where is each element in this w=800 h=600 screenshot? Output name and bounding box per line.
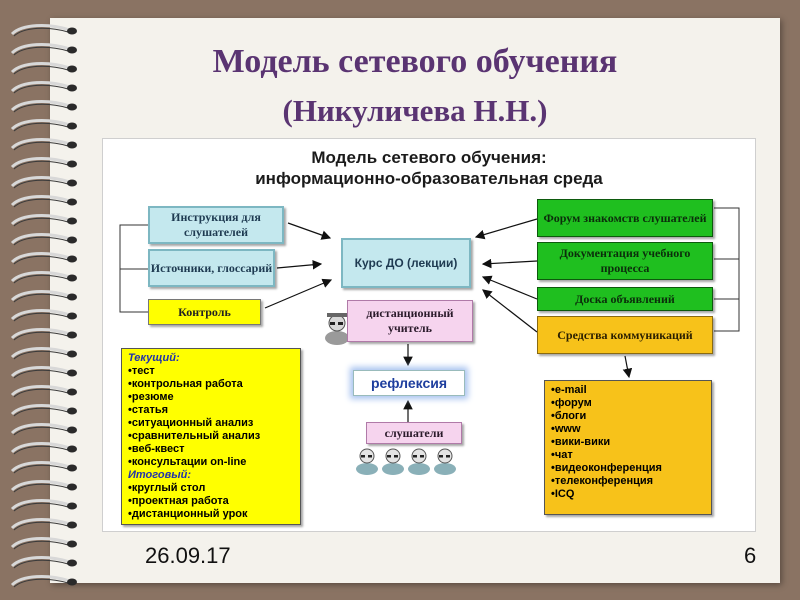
slide-date: 26.09.17 [145, 543, 231, 568]
binding-ring [10, 214, 77, 227]
binding-ring [10, 195, 77, 208]
list-item: •видеоконференция [551, 462, 662, 474]
arrow-docs-to-course [481, 258, 538, 269]
binding-ring [10, 366, 77, 379]
list-item: •контрольная работа [128, 378, 243, 390]
binding-ring [10, 537, 77, 550]
arrow-comm-to-course [482, 289, 538, 333]
reflection-box: рефлексия [353, 370, 465, 396]
diagram-heading-line1: Модель сетевого обучения: [311, 148, 547, 167]
course-lectures-box: Курс ДО (лекции) [341, 238, 471, 288]
list-item: •статья [128, 404, 169, 416]
binding-ring [10, 309, 77, 322]
list-item: •телеконференция [551, 475, 654, 487]
list-item: •www [551, 423, 581, 435]
spiral-binding [10, 24, 77, 588]
slide-title: Модель сетевого обучения [212, 43, 618, 80]
list-item: •e-mail [551, 384, 587, 396]
binding-ring [10, 499, 77, 512]
binding-ring [10, 138, 77, 151]
binding-ring [10, 385, 77, 398]
binding-ring [10, 404, 77, 417]
binding-ring [10, 423, 77, 436]
binding-ring [10, 347, 77, 360]
arrow-board-to-course [481, 275, 538, 300]
communication-tools-list: •e-mail•форум•блоги•www•вики-вики•чат•ви… [544, 380, 712, 515]
notice-board-box: Доска объявлений [537, 287, 713, 311]
binding-ring [10, 24, 77, 37]
binding-ring [10, 290, 77, 303]
arrow-control-to-course [264, 278, 333, 309]
documentation-box: Документация учебного процесса [537, 242, 713, 280]
binding-ring [10, 328, 77, 341]
binding-ring [10, 119, 77, 132]
binding-ring [10, 176, 77, 189]
binding-ring [10, 461, 77, 474]
diagram-heading-line2: информационно-образовательная среда [255, 169, 603, 188]
list-item: •сравнительный анализ [128, 430, 261, 442]
forum-box: Форум знакомств слушателей [537, 199, 713, 237]
list-item: •ICQ [551, 488, 575, 500]
right-bracket-line [714, 207, 740, 332]
arrow-comm-to-list [622, 355, 633, 379]
slide-page-number: 6 [744, 543, 757, 568]
control-box: Контроль [148, 299, 261, 325]
connector-lines [119, 207, 740, 475]
binding-ring [10, 271, 77, 284]
control-types-list: Текущий: •тест•контрольная работа•резюме… [121, 348, 301, 525]
listeners-box: слушатели [366, 422, 462, 444]
distance-teacher-box: дистанционный учитель [347, 300, 473, 342]
binding-ring [10, 518, 77, 531]
arrow-instr-to-course [287, 222, 332, 240]
binding-ring [10, 442, 77, 455]
binding-ring [10, 575, 77, 588]
list-item: •вики-вики [551, 436, 611, 448]
list-item: •чат [551, 449, 573, 461]
list-item: •ситуационный анализ [128, 417, 254, 429]
instructions-box: Инструкция для слушателей [148, 206, 284, 244]
final-header: Итоговый: [128, 469, 192, 481]
list-item: •консультации on-line [128, 456, 247, 468]
list-item: •тест [128, 365, 155, 377]
slide-subtitle: (Никуличева Н.Н.) [282, 93, 548, 128]
teacher-icon [325, 313, 349, 345]
binding-ring [10, 233, 77, 246]
binding-ring [10, 81, 77, 94]
communication-tools-box: Средства коммуникаций [537, 316, 713, 354]
sources-glossary-box: Источники, глоссарий [148, 249, 275, 287]
list-item: •проектная работа [128, 495, 229, 507]
list-item: •дистанционный урок [128, 508, 248, 520]
right-bracket-mid-lines [714, 258, 739, 300]
current-header: Текущий: [128, 352, 180, 364]
binding-ring [10, 43, 77, 56]
listeners-icon [356, 448, 456, 475]
list-item: •веб-квест [128, 443, 185, 455]
binding-ring [10, 157, 77, 170]
diagram-panel: Модель сетевого обучения: информационно-… [102, 138, 756, 532]
list-item: •резюме [128, 391, 174, 403]
list-item: •круглый стол [128, 482, 206, 494]
list-item: •форум [551, 397, 592, 409]
binding-ring [10, 556, 77, 569]
arrow-forum-to-course [474, 218, 538, 240]
arrow-sources-to-course [276, 259, 323, 270]
binding-ring [10, 100, 77, 113]
binding-ring [10, 480, 77, 493]
binding-ring [10, 252, 77, 265]
binding-ring [10, 62, 77, 75]
list-item: •блоги [551, 410, 587, 422]
